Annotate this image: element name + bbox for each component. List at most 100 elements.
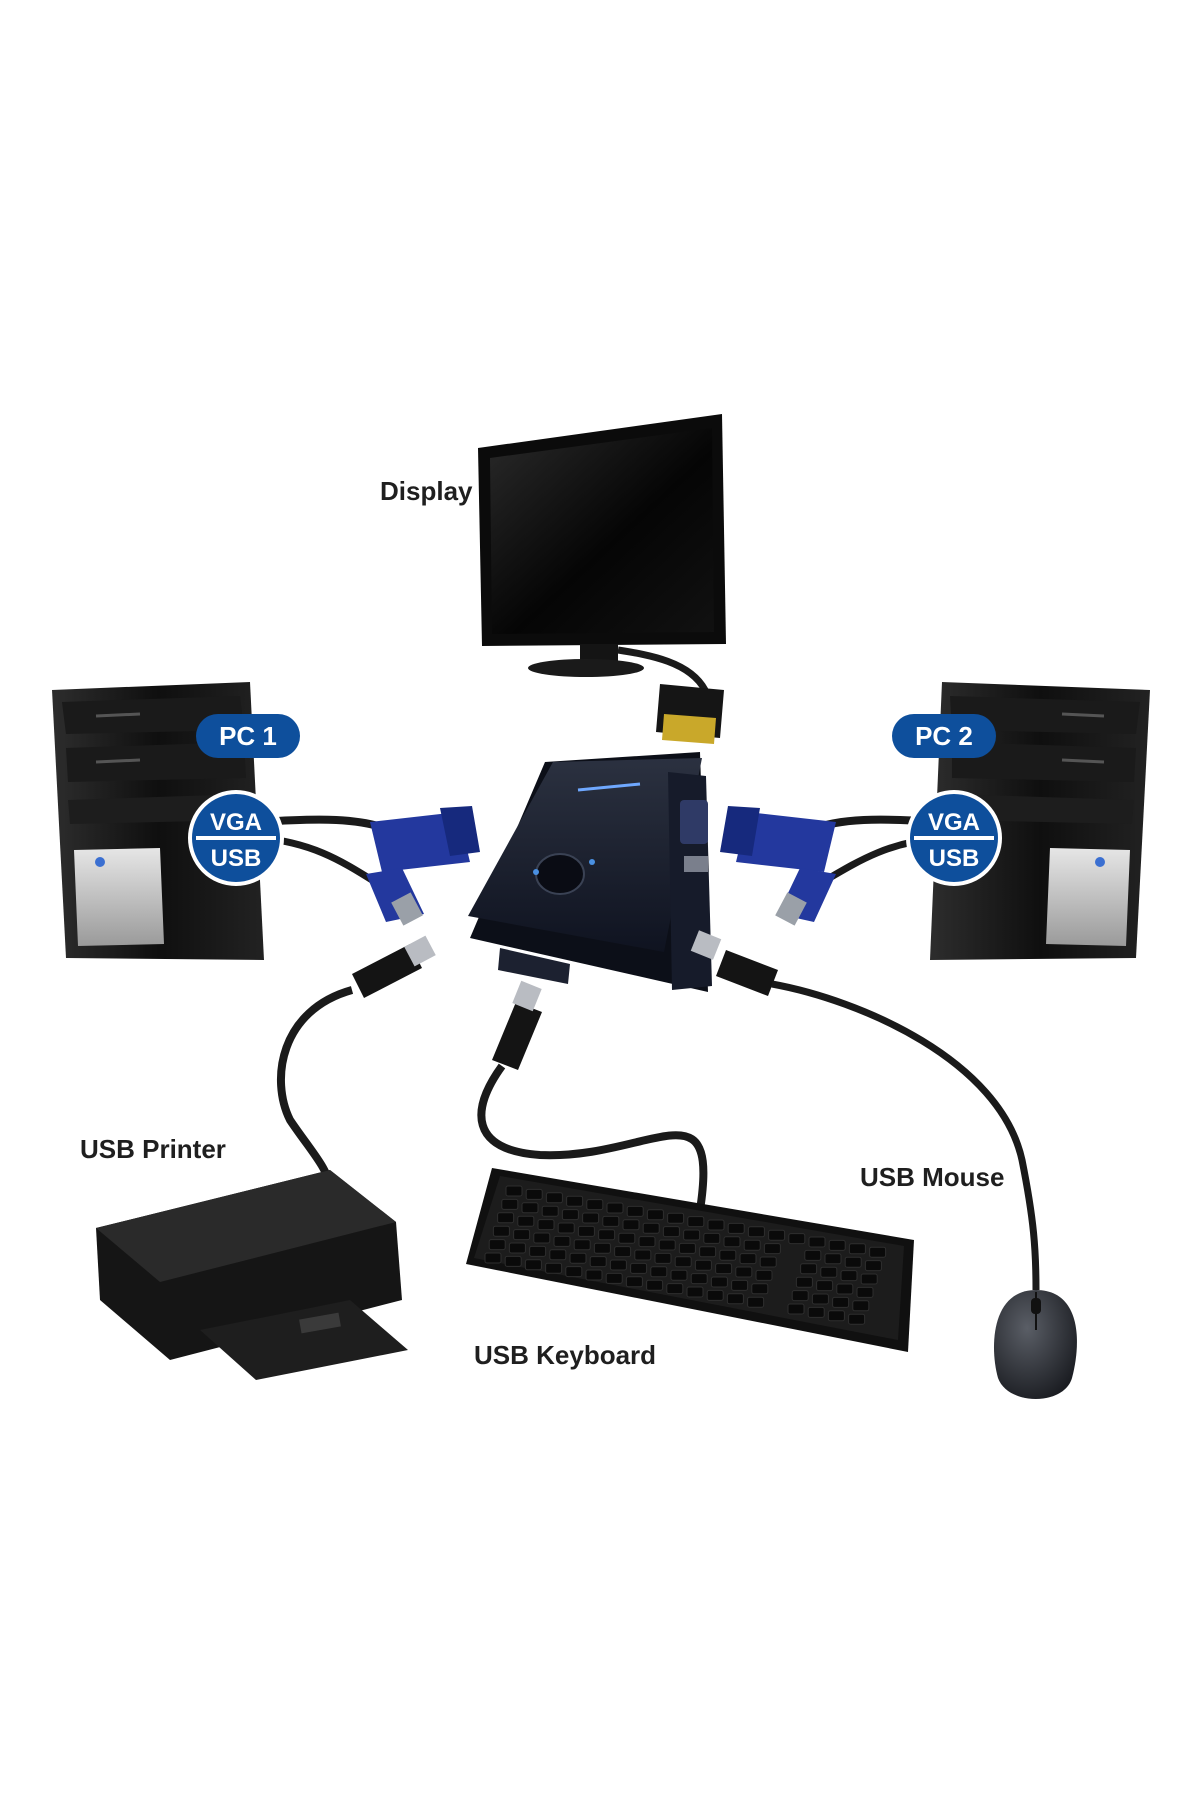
keyboard-key <box>687 1216 705 1228</box>
keyboard-key <box>566 1195 584 1207</box>
keyboard-key <box>674 1256 692 1268</box>
keyboard-key <box>525 1188 543 1200</box>
keyboard-key <box>699 1246 717 1258</box>
keyboard-key <box>524 1259 542 1271</box>
keyboard-key <box>795 1276 813 1288</box>
keyboard-key <box>791 1290 809 1302</box>
pc2-label: PC 2 <box>915 721 973 751</box>
keyboard <box>466 1168 914 1352</box>
keyboard-key <box>545 1192 563 1204</box>
keyboard-key <box>545 1262 563 1274</box>
keyboard-key <box>739 1253 757 1265</box>
keyboard-key <box>670 1269 688 1281</box>
keyboard-key <box>586 1199 604 1211</box>
keyboard-key <box>827 1310 845 1322</box>
keyboard-cable <box>477 980 708 1211</box>
keyboard-key <box>602 1215 620 1227</box>
pc2-vga-label: VGA <box>928 809 980 836</box>
pc2-usb-label: USB <box>929 845 980 872</box>
keyboard-key <box>606 1202 624 1214</box>
keyboard-key <box>557 1222 575 1234</box>
pc1-vga-label: VGA <box>210 809 262 836</box>
keyboard-key <box>715 1263 733 1275</box>
keyboard-key <box>848 1313 866 1325</box>
keyboard-key <box>836 1283 854 1295</box>
keyboard-key <box>727 1222 745 1234</box>
keyboard-key <box>747 1296 765 1308</box>
keyboard-key <box>848 1243 866 1255</box>
keyboard-key <box>537 1219 555 1231</box>
keyboard-key <box>662 1226 680 1238</box>
keyboard-key <box>710 1276 728 1288</box>
pc1-cable <box>259 806 480 926</box>
keyboard-key <box>820 1266 838 1278</box>
keyboard-key <box>860 1273 878 1285</box>
keyboard-key <box>703 1232 721 1244</box>
keyboard-key <box>561 1209 579 1221</box>
keyboard-key <box>642 1222 660 1234</box>
keyboard-key <box>678 1242 696 1254</box>
pc2-port-badge: VGA USB <box>906 790 1002 886</box>
keyboard-key <box>811 1293 829 1305</box>
keyboard-key <box>788 1233 806 1245</box>
pc1-usb-label: USB <box>211 845 262 872</box>
keyboard-key <box>787 1303 805 1315</box>
keyboard-key <box>541 1205 559 1217</box>
keyboard-key <box>577 1225 595 1237</box>
keyboard-key <box>666 1283 684 1295</box>
keyboard-key <box>667 1212 685 1224</box>
keyboard-key <box>694 1259 712 1271</box>
keyboard-key <box>529 1245 547 1257</box>
pc1-label: PC 1 <box>219 721 277 751</box>
keyboard-key <box>840 1270 858 1282</box>
keyboard-key <box>508 1242 526 1254</box>
keyboard-key <box>654 1252 672 1264</box>
keyboard-key <box>618 1232 636 1244</box>
keyboard-key <box>504 1255 522 1267</box>
pc2-badge: PC 2 <box>892 714 996 758</box>
keyboard-key <box>513 1229 531 1241</box>
keyboard-key <box>585 1269 603 1281</box>
keyboard-key <box>723 1236 741 1248</box>
keyboard-key <box>505 1185 523 1197</box>
pc1-port-badge: VGA USB <box>188 790 284 886</box>
keyboard-key <box>719 1249 737 1261</box>
keyboard-key <box>763 1243 781 1255</box>
keyboard-key <box>484 1252 502 1264</box>
keyboard-key <box>646 1279 664 1291</box>
usb-mouse-label: USB Mouse <box>860 1162 1004 1192</box>
keyboard-key <box>804 1249 822 1261</box>
kvm-switch <box>468 752 712 992</box>
keyboard-key <box>751 1283 769 1295</box>
keyboard-keys <box>484 1185 887 1325</box>
keyboard-key <box>521 1202 539 1214</box>
keyboard-key <box>808 1236 826 1248</box>
keyboard-key <box>731 1279 749 1291</box>
keyboard-key <box>856 1286 874 1298</box>
keyboard-key <box>605 1272 623 1284</box>
keyboard-key <box>735 1266 753 1278</box>
keyboard-key <box>646 1209 664 1221</box>
keyboard-key <box>517 1215 535 1227</box>
keyboard-key <box>690 1273 708 1285</box>
keyboard-key <box>582 1212 600 1224</box>
keyboard-key <box>844 1256 862 1268</box>
monitor <box>478 414 726 677</box>
keyboard-key <box>497 1212 515 1224</box>
keyboard-key <box>598 1229 616 1241</box>
keyboard-key <box>626 1205 644 1217</box>
keyboard-key <box>549 1249 567 1261</box>
keyboard-key <box>533 1232 551 1244</box>
keyboard-key <box>824 1253 842 1265</box>
keyboard-key <box>614 1246 632 1258</box>
keyboard-key <box>492 1225 510 1237</box>
keyboard-key <box>501 1198 519 1210</box>
keyboard-key <box>589 1256 607 1268</box>
keyboard-key <box>683 1229 701 1241</box>
keyboard-key <box>630 1262 648 1274</box>
printer <box>96 1170 408 1380</box>
keyboard-key <box>634 1249 652 1261</box>
keyboard-key <box>807 1306 825 1318</box>
pc2-cable <box>720 806 941 926</box>
keyboard-key <box>768 1229 786 1241</box>
